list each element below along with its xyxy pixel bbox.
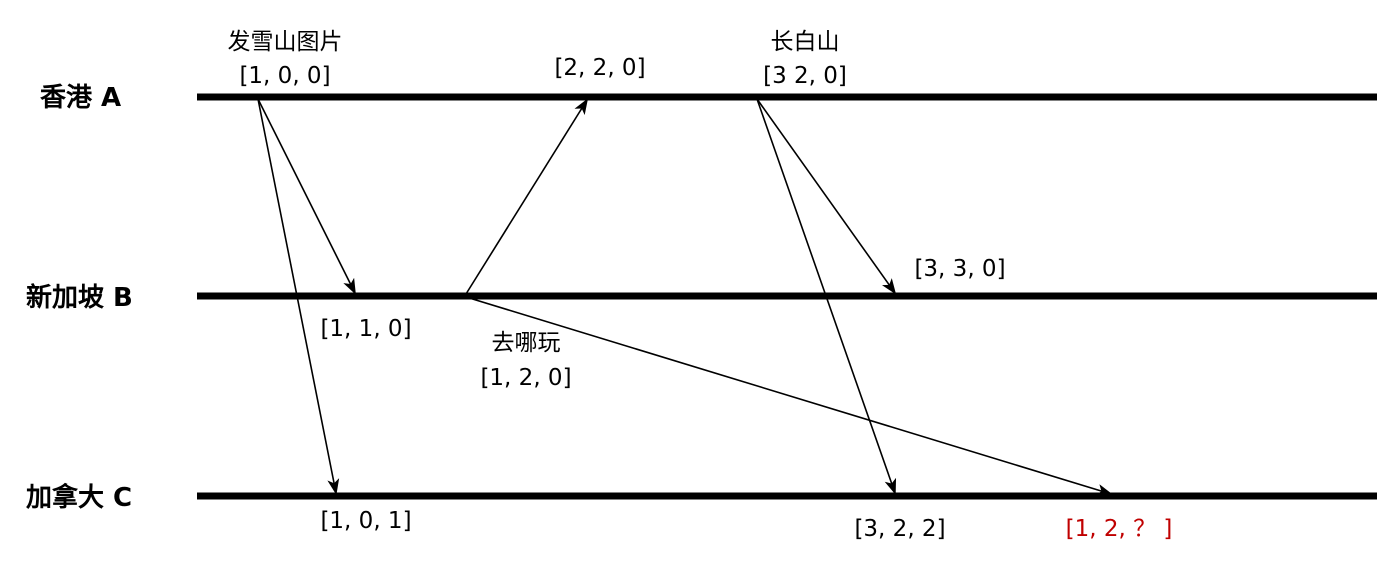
event-a-send-clock: [1, 0, 0] — [239, 63, 330, 89]
event-c-recv3-clock: [1, 2, ？ ] — [1066, 516, 1173, 542]
node-c-label: 加拿大 C — [26, 482, 132, 513]
node-b-label: 新加坡 B — [26, 282, 133, 313]
event-a-send2-title: 长白山 — [771, 29, 840, 55]
event-b-send-title: 去哪玩 — [492, 330, 561, 356]
message-b-to-c-where — [465, 296, 1113, 496]
message-a-to-b-snow — [257, 98, 356, 295]
event-b-recv1-clock: [1, 1, 0] — [320, 316, 411, 342]
event-c-recv2-clock: [3, 2, 2] — [854, 516, 945, 542]
event-b-recv2-clock: [3, 3, 0] — [914, 256, 1005, 282]
message-a-to-c-snow — [257, 98, 340, 495]
event-a-recv-clock: [2, 2, 0] — [554, 55, 645, 81]
node-a-label: 香港 A — [40, 83, 121, 113]
event-c-recv1-clock: [1, 0, 1] — [320, 508, 411, 534]
event-b-send-clock: [1, 2, 0] — [480, 365, 571, 391]
message-b-to-a-where — [465, 98, 589, 295]
message-a-to-c-changbai — [756, 98, 897, 495]
event-a-send-title: 发雪山图片 — [228, 29, 343, 55]
message-a-to-b-changbai — [756, 98, 897, 295]
event-a-send2-clock: [3 2, 0] — [763, 63, 847, 89]
